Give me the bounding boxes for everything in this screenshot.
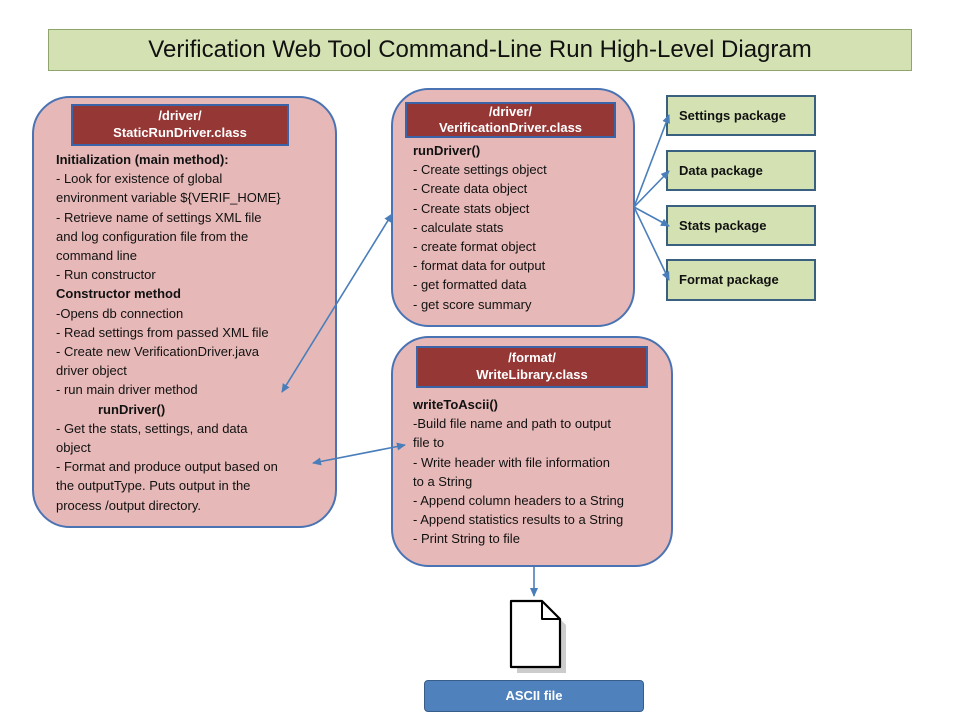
write-library-content: writeToAscii() -Build file name and path … [413,395,668,549]
static-run-driver-header: /driver/ StaticRunDriver.class [71,104,289,146]
content-line: runDriver() [413,143,481,158]
content-line: - Read settings from passed XML file [56,324,269,340]
content-line: -Build file name and path to output [413,416,612,432]
content-line: runDriver() [98,401,166,417]
content-line: object [56,440,91,456]
content-line: - Look for existence of global [56,171,223,187]
header-line: /format/ [508,350,556,365]
arrow-to-data-package [633,170,670,208]
arrow-driver-to-writelibrary [312,442,406,466]
content-line: file to [413,435,445,451]
content-line: - Create new VerificationDriver.java [56,344,260,360]
package-label: Settings package [679,108,786,123]
content-line: - create format object [413,239,536,255]
arrow-to-stats-package [633,206,670,227]
header-line: WriteLibrary.class [476,367,588,382]
content-line: - Append statistics results to a String [413,512,624,528]
content-line: - Write header with file information [413,454,611,470]
format-package-box: Format package [666,259,816,301]
ascii-file-label: ASCII file [424,680,644,712]
document-icon [509,599,566,673]
header-line: StaticRunDriver.class [113,125,247,140]
content-line: environment variable ${VERIF_HOME} [56,190,281,206]
content-line: -Opens db connection [56,305,184,321]
content-line: - Run constructor [56,267,156,283]
content-line: Constructor method [56,286,181,302]
content-line: - Create settings object [413,162,547,178]
page-title: Verification Web Tool Command-Line Run H… [48,29,912,71]
content-line: to a String [413,473,473,489]
content-line: - calculate stats [413,219,504,235]
content-line: command line [56,248,137,264]
content-line: - Append column headers to a String [413,493,625,509]
verification-driver-header: /driver/ VerificationDriver.class [405,102,616,138]
content-line: writeToAscii() [413,397,498,412]
package-label: Stats package [679,218,767,233]
arrow-driver-to-verification [281,213,393,393]
arrow-to-format-package [633,206,670,281]
header-line: /driver/ [158,108,202,123]
content-line: Initialization (main method): [56,152,229,167]
content-line: - format data for output [413,258,546,274]
content-line: - Create stats object [413,200,530,216]
content-line: the outputType. Puts output in the [56,478,251,494]
package-label: Format package [679,272,779,287]
data-package-box: Data package [666,150,816,191]
settings-package-box: Settings package [666,95,816,136]
content-line: driver object [56,363,127,379]
arrow-to-settings-package [633,114,670,208]
static-run-driver-content: Initialization (main method): - Look for … [56,150,326,515]
content-line: - Create data object [413,181,528,197]
content-line: - Retrieve name of settings XML file [56,209,262,225]
content-line: - Print String to file [413,531,520,547]
page-title-text: Verification Web Tool Command-Line Run H… [148,36,812,63]
content-line: - Format and produce output based on [56,459,278,475]
package-label: Data package [679,163,763,178]
ascii-file-text: ASCII file [505,688,563,703]
content-line: - Get the stats, settings, and data [56,420,248,436]
content-line: - run main driver method [56,382,198,398]
write-library-header: /format/ WriteLibrary.class [416,346,648,388]
content-line: process /output directory. [56,497,201,513]
header-line: VerificationDriver.class [438,120,583,135]
content-line: - get score summary [413,296,532,312]
header-line: /driver/ [488,104,533,119]
content-line: - get formatted data [413,277,527,293]
content-line: and log configuration file from the [56,228,249,244]
verification-driver-content: runDriver() - Create settings object - Cre… [413,141,628,314]
